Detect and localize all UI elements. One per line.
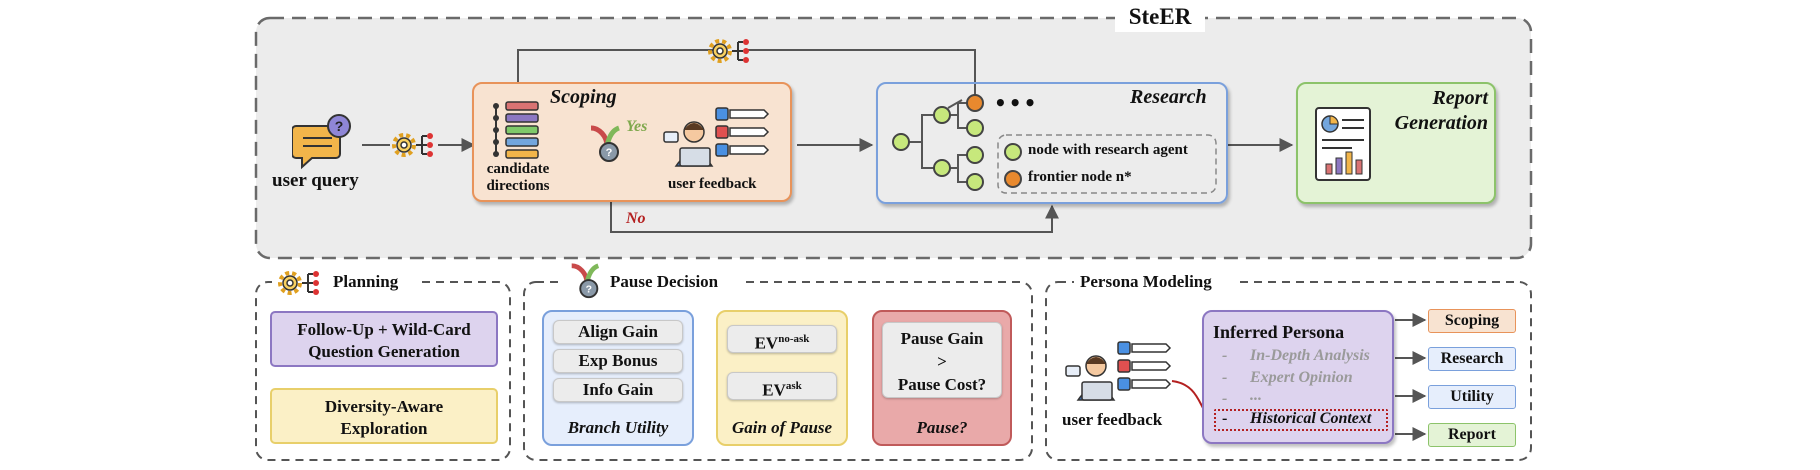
persona-item-ellipsis: ... (1250, 387, 1262, 404)
user-query-label: user query (272, 170, 359, 191)
report-document-icon (1312, 104, 1374, 184)
gain-of-pause-label: Gain of Pause (731, 418, 833, 437)
pause-gain-cost-pill: Pause Gain > Pause Cost? (882, 322, 1002, 398)
inferred-persona-title: Inferred Persona (1213, 322, 1345, 342)
chat-query-icon: ? (291, 114, 354, 170)
ev-no-ask-pill: EVno-ask (727, 325, 837, 353)
target-research: Research (1428, 347, 1516, 371)
svg-text:?: ? (606, 147, 613, 159)
persona-title-bg (1074, 270, 1240, 294)
persona-dash-3: - (1222, 390, 1228, 407)
ev-no-ask-sup: no-ask (778, 333, 810, 345)
align-gain-pill: Align Gain (553, 320, 683, 344)
research-title: Research (1130, 86, 1207, 108)
target-utility: Utility (1428, 385, 1516, 409)
exp-bonus-pill: Exp Bonus (553, 349, 683, 373)
svg-text:?: ? (586, 284, 592, 295)
research-box (876, 82, 1228, 204)
persona-item-expert: Expert Opinion (1250, 369, 1353, 386)
ev-no-ask-base: EV (754, 333, 779, 353)
pause-frame (523, 281, 1033, 461)
planning-title: Planning (333, 272, 399, 291)
legend-agent-label: node with research agent (1028, 142, 1188, 158)
pause-gain-line: Pause Gain (900, 329, 984, 348)
user-feedback-icon (662, 104, 770, 170)
question-generation-box: Follow-Up + Wild-Card Question Generatio… (270, 311, 498, 367)
pause-cost-line: Pause Cost? (897, 375, 987, 394)
ev-ask-base: EV (762, 380, 786, 400)
user-feedback-label: user feedback (668, 176, 757, 192)
target-report: Report (1428, 423, 1516, 447)
pause-fork-icon: ? (566, 262, 604, 300)
ev-ask-pill: EVask (727, 372, 837, 400)
persona-user-feedback-label: user feedback (1062, 410, 1163, 429)
info-gain-pill: Info Gain (553, 378, 683, 402)
legend-frontier-label: frontier node n* (1028, 169, 1132, 185)
inferred-persona-box (1202, 310, 1394, 444)
candidate-directions-label: candidate directions (486, 161, 550, 194)
tree-nodes (892, 94, 984, 191)
branch-utility-label: Branch Utility (567, 418, 669, 437)
persona-item-historical: Historical Context (1250, 410, 1372, 427)
gear-icon (390, 130, 436, 160)
report-title: Report Generation (1394, 87, 1488, 134)
no-label: No (626, 210, 646, 227)
target-scoping: Scoping (1428, 309, 1516, 333)
scoping-title: Scoping (550, 86, 617, 108)
planning-gear-icon (276, 268, 322, 298)
ellipsis-dots: ••• (994, 91, 1039, 115)
persona-title: Persona Modeling (1080, 272, 1212, 291)
diagram-title: SteER (1128, 4, 1192, 29)
ev-ask-sup: ask (785, 380, 802, 392)
historical-context-highlight (1214, 409, 1388, 431)
persona-user-feedback-icon (1064, 338, 1172, 404)
diversity-exploration-box: Diversity-Aware Exploration (270, 388, 498, 444)
decision-fork-icon: ? (585, 124, 625, 164)
persona-frame (1045, 281, 1532, 461)
persona-dash-2: - (1222, 369, 1228, 386)
pause-title: Pause Decision (610, 272, 719, 291)
svg-text:?: ? (335, 118, 344, 134)
candidate-directions-icon (490, 100, 542, 160)
persona-dash-1: - (1222, 347, 1228, 364)
pause-question-label: Pause? (916, 418, 968, 437)
research-tree (908, 99, 968, 183)
persona-dash-4: - (1222, 410, 1228, 427)
pause-gt-line: > (937, 352, 947, 371)
yes-label: Yes (626, 118, 648, 135)
persona-item-in-depth: In-Depth Analysis (1250, 347, 1370, 364)
loop-gear-icon (706, 36, 752, 66)
